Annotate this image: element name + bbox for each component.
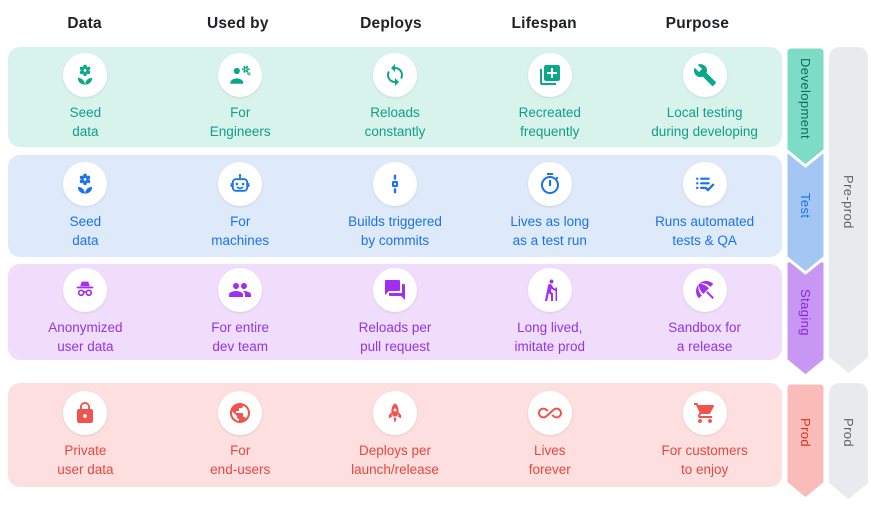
cell-test-data: Seed data [8,161,163,250]
cell-label: Builds triggered by commits [348,213,442,248]
column-header-lifespan: Lifespan [511,14,577,32]
column-headers: Data Used by Deploys Lifespan Purpose [8,0,774,47]
incognito-icon [63,267,108,312]
cell-prod-deploys: Deploys per launch/release [318,390,473,479]
ribbon-label-staging: Staging [798,288,813,336]
sync-icon [372,52,417,97]
column-header-deploys: Deploys [360,14,422,32]
cell-development-purpose: Local testing during developing [627,52,782,141]
team-icon [218,267,263,312]
cell-label: Anonymized user data [48,319,123,354]
engineer-icon [218,52,263,97]
cell-test-lifespan: Lives as long as a test run [472,161,627,250]
wrench-icon [682,52,727,97]
ribbon-label-development: Development [798,58,813,139]
robot-icon [218,161,263,206]
cell-staging-data: Anonymized user data [8,267,163,356]
library-add-icon [527,52,572,97]
ribbon-label-prod-phase: Prod [841,417,856,448]
cell-label: Long lived, imitate prod [514,319,586,354]
cell-label: Local testing during developing [651,104,758,139]
cell-test-purpose: Runs automated tests & QA [627,161,782,250]
cell-label: Private user data [57,442,114,477]
row-staging: Anonymized user data For entire dev team… [8,264,782,360]
cell-label: Sandbox for a release [668,319,741,354]
cell-label: Reloads per pull request [358,319,432,354]
cell-staging-purpose: Sandbox for a release [627,267,782,356]
cell-label: For machines [211,213,270,248]
cell-label: For entire dev team [211,319,270,354]
cell-development-deploys: Reloads constantly [318,52,473,141]
cell-development-data: Seed data [8,52,163,141]
sprout-icon [63,161,108,206]
cell-staging-lifespan: Long lived, imitate prod [472,267,627,356]
cell-prod-lifespan: Lives forever [472,390,627,479]
prod-phase-ribbon-arrow [829,383,868,499]
globe-icon [218,390,263,435]
checklist-icon [682,161,727,206]
cell-development-used-by: For Engineers [163,52,318,141]
cell-staging-used-by: For entire dev team [163,267,318,356]
commit-icon [372,161,417,206]
cell-label: Seed data [69,104,102,139]
hiking-icon [527,267,572,312]
forum-icon [372,267,417,312]
ribbon-label-prod: Prod [798,417,813,448]
cell-prod-purpose: For customers to enjoy [627,390,782,479]
cell-development-lifespan: Recreated frequently [472,52,627,141]
column-header-used-by: Used by [206,14,269,32]
cell-label: Seed data [69,213,102,248]
cell-test-deploys: Builds triggered by commits [318,161,473,250]
cell-prod-used-by: For end-users [163,390,318,479]
pre-prod-ribbon-arrow [829,47,868,373]
timer-icon [527,161,572,206]
umbrella-icon [682,267,727,312]
cell-prod-data: Private user data [8,390,163,479]
cell-label: Lives as long as a test run [510,213,590,248]
rocket-icon [372,390,417,435]
column-header-purpose: Purpose [665,14,730,32]
cell-staging-deploys: Reloads per pull request [318,267,473,356]
column-header-data: Data [67,14,102,32]
cell-test-used-by: For machines [163,161,318,250]
ribbon-label-pre-prod: Pre-prod [841,175,856,229]
cell-label: For end-users [210,442,271,477]
row-test: Seed data For machines Builds triggered … [8,155,782,257]
cell-label: Runs automated tests & QA [655,213,755,248]
cell-label: Recreated frequently [518,104,581,139]
cell-label: Deploys per launch/release [351,442,439,477]
infinity-icon [527,390,572,435]
cell-label: Reloads constantly [364,104,426,139]
sprout-icon [63,52,108,97]
cell-label: For customers to enjoy [661,442,748,477]
cart-icon [682,390,727,435]
lock-icon [63,390,108,435]
ribbon-label-test: Test [798,193,813,219]
phase-ribbons [829,47,868,499]
row-prod: Private user data For end-users Deploys … [8,383,782,487]
row-development: Seed data For Engineers Reloads constant… [8,47,782,147]
cell-label: For Engineers [209,104,271,139]
cell-label: Lives forever [528,442,571,477]
